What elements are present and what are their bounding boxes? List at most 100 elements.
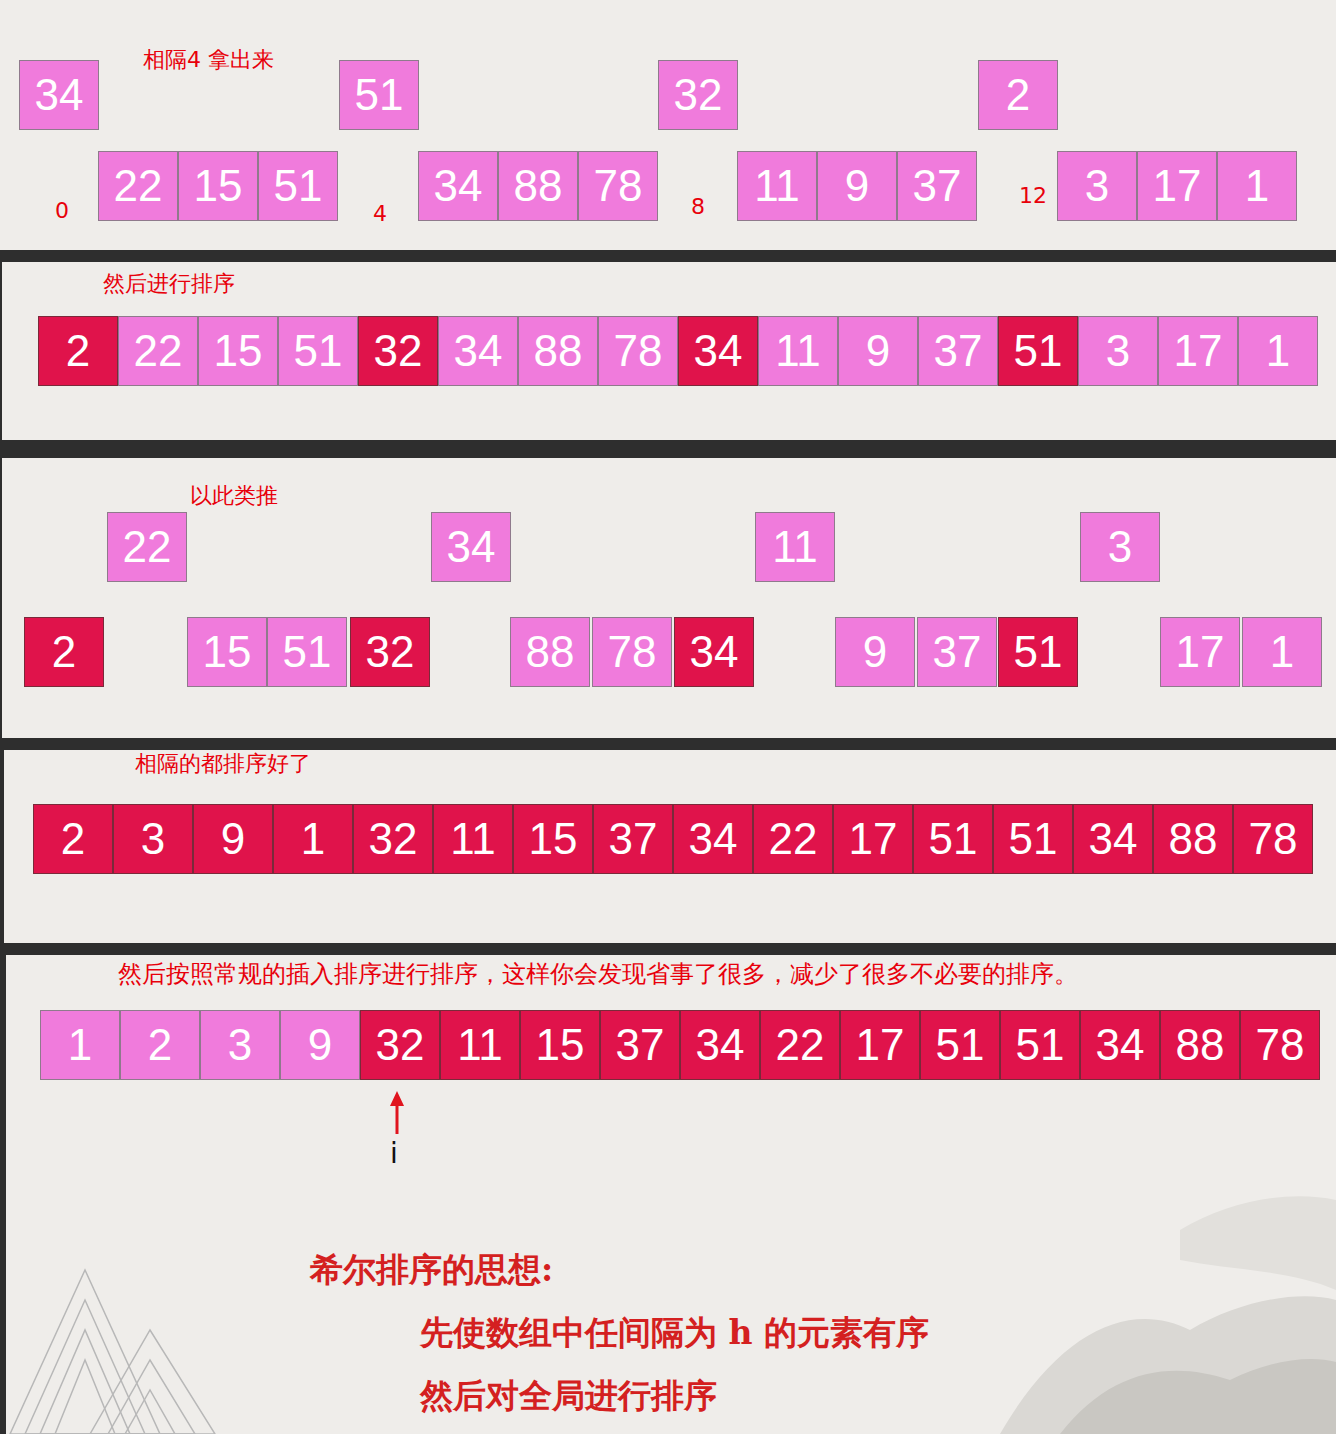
number-box: 51 (339, 60, 419, 130)
pointer-label: i (390, 1137, 398, 1171)
caption-note: 相隔的都排序好了 (135, 751, 311, 777)
number-box: 51 (993, 804, 1073, 874)
number-box: 1 (40, 1010, 120, 1080)
caption-note: 8 (691, 194, 705, 220)
number-text: 2 (61, 814, 85, 864)
number-box: 2 (24, 617, 104, 687)
number-text: 78 (614, 326, 663, 376)
number-box: 2 (120, 1010, 200, 1080)
number-text: 2 (52, 627, 76, 677)
number-text: 1 (68, 1020, 92, 1070)
number-text: 9 (308, 1020, 332, 1070)
number-box: 51 (1000, 1010, 1080, 1080)
summary-text: 然后对全局进行排序 (420, 1376, 717, 1416)
number-box: 34 (1073, 804, 1153, 874)
number-box: 34 (674, 617, 754, 687)
number-box: 37 (593, 804, 673, 874)
number-box: 22 (753, 804, 833, 874)
number-text: 51 (929, 814, 978, 864)
number-text: 51 (355, 70, 404, 120)
number-text: 22 (123, 522, 172, 572)
caption-note: 12 (1019, 183, 1047, 209)
number-text: 88 (1169, 814, 1218, 864)
number-box: 9 (193, 804, 273, 874)
number-box: 15 (520, 1010, 600, 1080)
number-box: 11 (440, 1010, 520, 1080)
summary-text: 先使数组中任间隔为 h 的元素有序 (420, 1313, 929, 1353)
caption-note: 0 (55, 198, 69, 224)
number-box: 3 (1057, 151, 1137, 221)
caption-note: 然后进行排序 (103, 271, 235, 297)
number-box: 88 (1153, 804, 1233, 874)
number-box: 22 (107, 512, 187, 582)
number-text: 9 (221, 814, 245, 864)
number-box: 88 (498, 151, 578, 221)
number-text: 15 (529, 814, 578, 864)
number-box: 32 (350, 617, 430, 687)
number-box: 37 (917, 617, 997, 687)
number-box: 22 (118, 316, 198, 386)
number-text: 34 (434, 161, 483, 211)
number-box: 22 (98, 151, 178, 221)
number-box: 1 (273, 804, 353, 874)
number-text: 34 (1089, 814, 1138, 864)
number-box: 34 (19, 60, 99, 130)
number-text: 3 (228, 1020, 252, 1070)
number-box: 9 (817, 151, 897, 221)
number-text: 32 (374, 326, 423, 376)
number-text: 9 (866, 326, 890, 376)
number-box: 88 (510, 617, 590, 687)
number-box: 32 (358, 316, 438, 386)
number-box: 51 (267, 617, 347, 687)
number-box: 88 (518, 316, 598, 386)
number-box: 17 (840, 1010, 920, 1080)
number-text: 32 (674, 70, 723, 120)
number-text: 88 (534, 326, 583, 376)
number-box: 37 (600, 1010, 680, 1080)
number-text: 11 (457, 1020, 503, 1070)
number-text: 3 (1108, 522, 1132, 572)
number-text: 2 (148, 1020, 172, 1070)
number-text: 32 (369, 814, 418, 864)
number-text: 3 (141, 814, 165, 864)
mountain-hills (1000, 1196, 1336, 1434)
number-box: 11 (755, 512, 835, 582)
number-text: 15 (194, 161, 243, 211)
number-box: 11 (433, 804, 513, 874)
number-text: 78 (1256, 1020, 1305, 1070)
number-box: 2 (33, 804, 113, 874)
number-box: 32 (353, 804, 433, 874)
number-box: 34 (678, 316, 758, 386)
number-box: 2 (38, 316, 118, 386)
number-box: 3 (200, 1010, 280, 1080)
number-text: 34 (35, 70, 84, 120)
number-text: 37 (934, 326, 983, 376)
number-box: 15 (198, 316, 278, 386)
mountain-lines (10, 1270, 215, 1434)
number-box: 78 (592, 617, 672, 687)
number-box: 17 (833, 804, 913, 874)
number-text: 32 (366, 627, 415, 677)
caption-note: 4 (373, 201, 387, 227)
caption-note: 相隔4 拿出来 (143, 47, 274, 73)
number-text: 11 (450, 814, 496, 864)
number-text: 78 (594, 161, 643, 211)
number-box: 3 (1080, 512, 1160, 582)
number-box: 3 (113, 804, 193, 874)
number-text: 51 (1016, 1020, 1065, 1070)
pointer-arrow (390, 1091, 404, 1134)
number-box: 78 (1240, 1010, 1320, 1080)
number-text: 51 (1014, 627, 1063, 677)
number-text: 37 (609, 814, 658, 864)
number-text: 9 (845, 161, 869, 211)
number-text: 34 (694, 326, 743, 376)
number-box: 37 (918, 316, 998, 386)
number-box: 51 (998, 316, 1078, 386)
number-box: 51 (920, 1010, 1000, 1080)
number-text: 78 (608, 627, 657, 677)
number-box: 37 (897, 151, 977, 221)
number-text: 2 (66, 326, 90, 376)
number-text: 11 (754, 161, 800, 211)
number-box: 3 (1078, 316, 1158, 386)
number-text: 51 (936, 1020, 985, 1070)
